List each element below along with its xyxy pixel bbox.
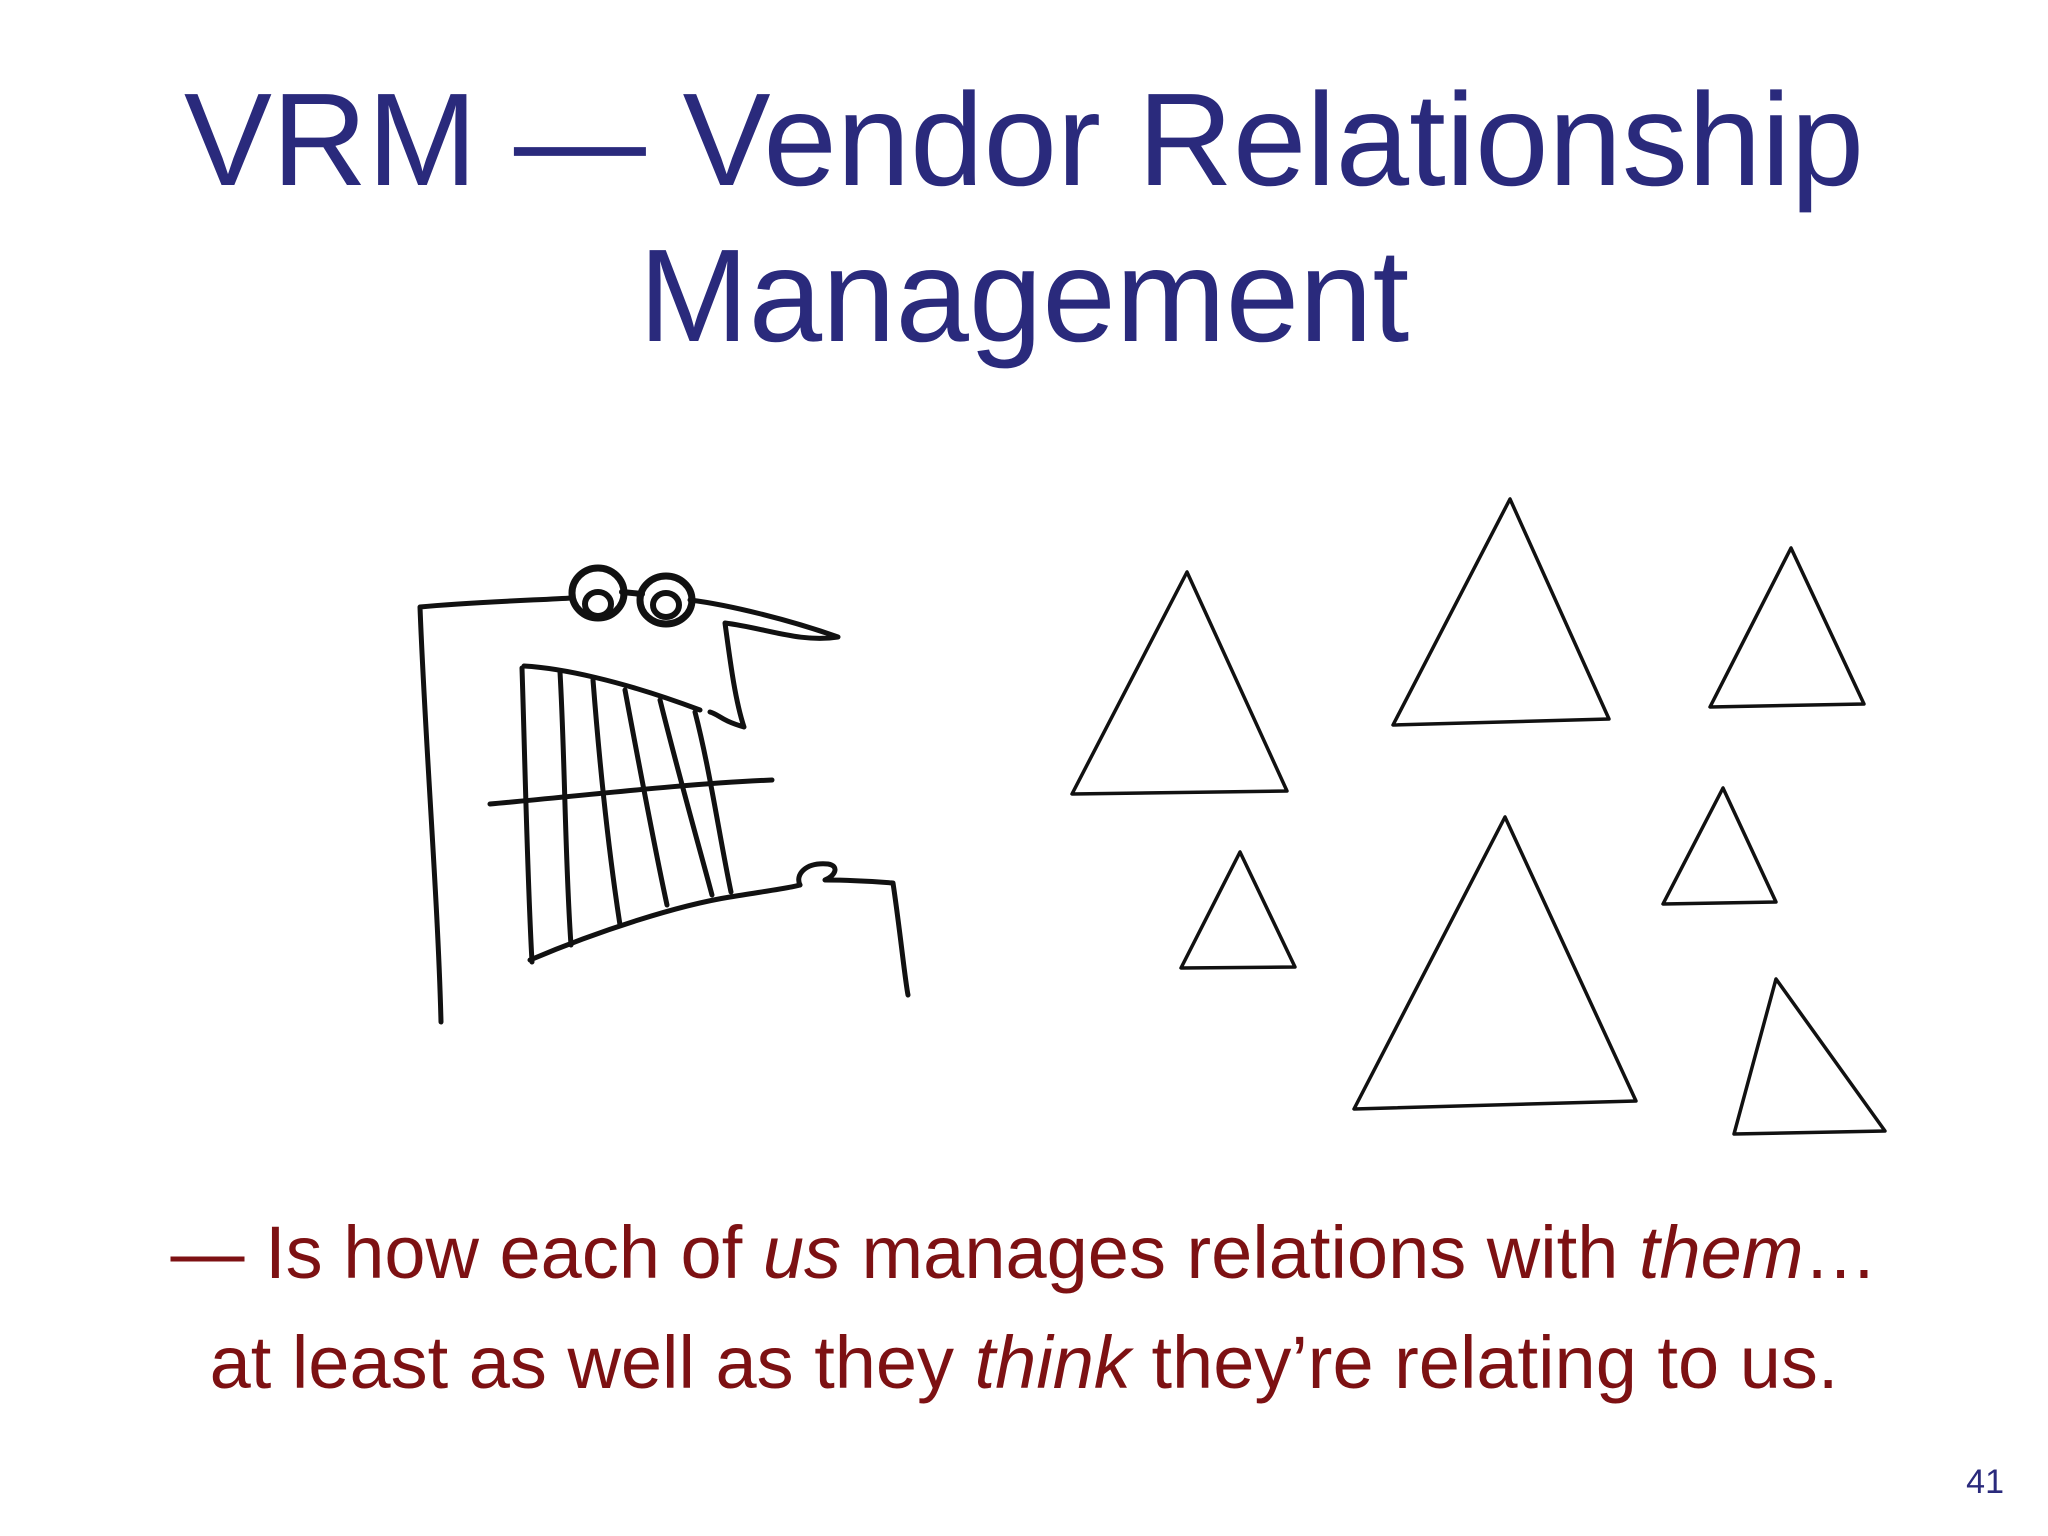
slide-title: VRM — Vendor Relationship Management xyxy=(0,62,2048,374)
triangle-icon xyxy=(1352,815,1638,1111)
triangle-icon xyxy=(1179,850,1297,970)
caption-emphasis-think: think xyxy=(974,1321,1131,1404)
slide-title-line-2: Management xyxy=(638,222,1410,369)
page-number: 41 xyxy=(1966,1463,2004,1501)
caption-ellipsis: … xyxy=(1803,1211,1878,1294)
triangle-icon xyxy=(1391,497,1611,727)
triangle-icon xyxy=(1661,786,1778,906)
caption-text: they’re relating to us. xyxy=(1130,1321,1839,1404)
caption-line-1: — Is how each of us manages relations wi… xyxy=(0,1198,2048,1308)
slide-title-line-1: VRM — Vendor Relationship xyxy=(183,66,1865,213)
caption-line-2: at least as well as they think they’re r… xyxy=(0,1308,2048,1418)
caption-text: manages relations with xyxy=(840,1211,1639,1294)
caption-emphasis-them: them xyxy=(1638,1211,1804,1294)
caption-emphasis-us: us xyxy=(762,1211,841,1294)
triangle-icon xyxy=(1732,977,1887,1136)
slide-caption: — Is how each of us manages relations wi… xyxy=(0,1198,2048,1418)
vendor-creature-icon xyxy=(417,564,911,1025)
caption-text: at least as well as they xyxy=(209,1321,975,1404)
vendor-triangles xyxy=(1070,497,1887,1136)
triangle-icon xyxy=(1070,570,1289,796)
triangle-icon xyxy=(1708,546,1866,709)
caption-text: — Is how each of xyxy=(170,1211,763,1294)
